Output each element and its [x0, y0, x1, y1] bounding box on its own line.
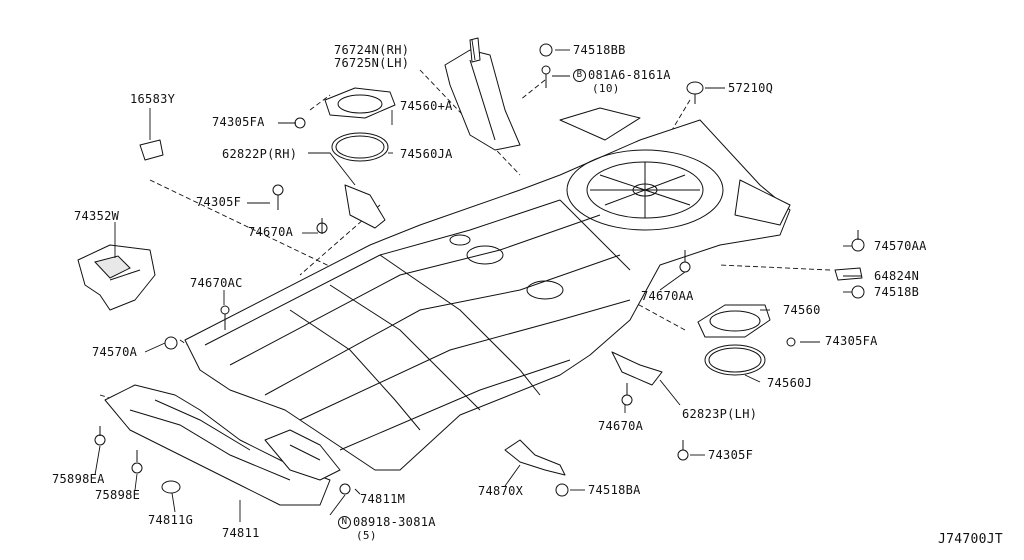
label-62822P: 62822P(RH) [222, 147, 298, 161]
pad-16583Y [139, 139, 164, 161]
label-08918-qty: (5) [356, 529, 377, 542]
label-74305FA-top: 74305FA [212, 115, 265, 129]
label-74305FA-right: 74305FA [825, 334, 878, 348]
label-74305F-top: 74305F [196, 195, 242, 209]
label-74570AA: 74570AA [874, 239, 927, 253]
pillar-bracket [444, 37, 521, 151]
label-74352W: 74352W [74, 209, 120, 223]
label-75898E: 75898E [95, 488, 141, 502]
label-74570A: 74570A [92, 345, 138, 359]
label-74518BB: 74518BB [573, 43, 626, 57]
label-74518B: 74518B [874, 285, 920, 299]
label-081A6-part: 081A6-8161A [588, 68, 671, 82]
label-75898EA: 75898EA [52, 472, 105, 486]
side-members [344, 184, 663, 386]
fasteners [94, 43, 865, 497]
gasket-rings [324, 87, 771, 376]
label-74670A-top: 74670A [248, 225, 294, 239]
label-74811M: 74811M [360, 492, 406, 506]
undercover [104, 384, 341, 506]
bolt-marker-icon: B [573, 69, 586, 82]
label-74560JA: 74560JA [400, 147, 453, 161]
label-08918-part: 08918-3081A [353, 515, 436, 529]
label-74870X: 74870X [478, 484, 524, 498]
hose-clip [504, 439, 566, 476]
label-57210Q: 57210Q [728, 81, 774, 95]
solid-leaders [94, 39, 862, 522]
label-64824N: 64824N [874, 269, 920, 283]
label-74811G: 74811G [148, 513, 194, 527]
label-76725N: 76725N(LH) [334, 56, 410, 70]
label-74811: 74811 [222, 526, 260, 540]
label-76724N: 76724N(RH) [334, 43, 410, 57]
floor-pan [184, 107, 791, 471]
label-74518BA: 74518BA [588, 483, 641, 497]
label-74560A: 74560+A [400, 99, 453, 113]
nut-marker-icon: N [338, 516, 351, 529]
label-62823P: 62823P(LH) [682, 407, 758, 421]
label-74560J: 74560J [767, 376, 813, 390]
diagram-code: J74700JT [938, 532, 1004, 547]
label-74670A-bot: 74670A [598, 419, 644, 433]
label-74560: 74560 [783, 303, 821, 317]
label-081A6-qty: (10) [592, 82, 620, 95]
label-74670AC: 74670AC [190, 276, 243, 290]
label-16583Y: 16583Y [130, 92, 176, 106]
label-74670AA: 74670AA [641, 289, 694, 303]
label-74305F-bot: 74305F [708, 448, 754, 462]
jack-bracket [77, 244, 156, 311]
